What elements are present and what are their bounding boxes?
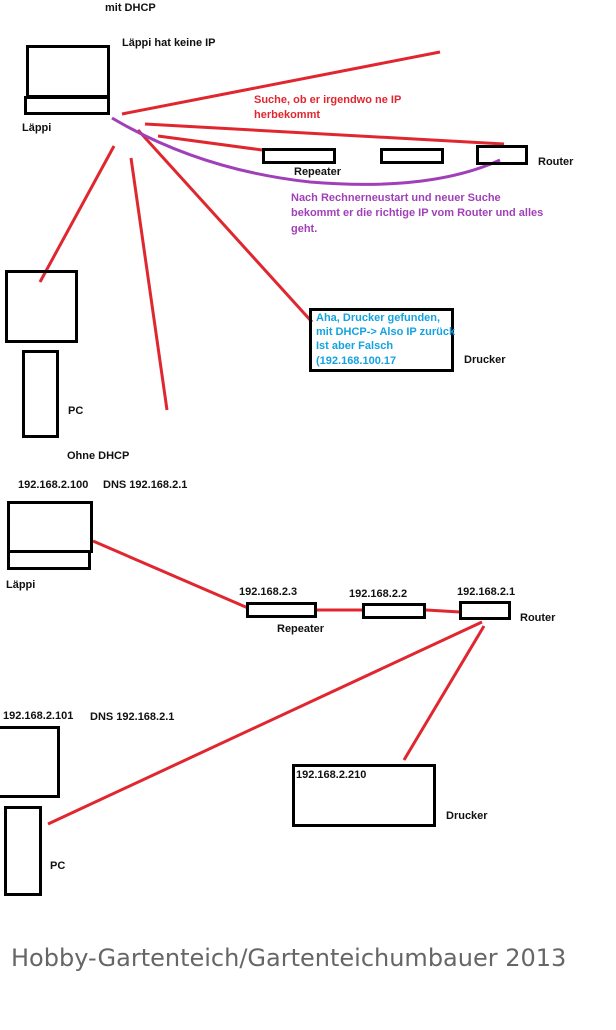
pc-tower-top xyxy=(22,350,59,438)
note-search-line1: Suche, ob er irgendwo ne IP xyxy=(254,94,402,106)
label-laptop-dns: DNS 192.168.2.1 xyxy=(103,479,188,491)
line-laptop-router xyxy=(144,122,505,146)
line-laptop-repeater-static xyxy=(92,539,249,610)
router-box-bottom xyxy=(459,601,511,620)
laptop-base-bottom xyxy=(7,550,91,570)
line-middle-router xyxy=(425,608,461,614)
laptop-screen-bottom xyxy=(7,501,93,553)
printer-box-top xyxy=(309,308,454,372)
note-search-line2: herbekommt xyxy=(254,109,321,121)
label-router-bottom: Router xyxy=(520,612,556,624)
line-laptop-printer xyxy=(136,128,314,324)
label-laptop-no-ip: Läppi hat keine IP xyxy=(122,37,216,49)
pc-monitor-top xyxy=(5,270,78,343)
line-router-pc xyxy=(47,620,483,826)
pc-tower-bottom xyxy=(4,806,42,896)
note-restart-line3: geht. xyxy=(291,223,318,235)
line-laptop-search-upper xyxy=(121,50,441,116)
note-printer-line4: (192.168.100.17 xyxy=(316,355,397,367)
note-restart-line1: Nach Rechnerneustart und neuer Suche xyxy=(291,192,501,204)
laptop-screen-top xyxy=(26,45,110,98)
router-box-top xyxy=(476,145,528,165)
line-laptop-pc-monitor xyxy=(38,145,116,283)
repeater-box-bottom xyxy=(246,602,317,618)
label-router-top: Router xyxy=(538,156,574,168)
line-laptop-repeater xyxy=(157,134,263,152)
note-printer-line2: mit DHCP-> Also IP zurück xyxy=(316,326,456,338)
pc-monitor-bottom xyxy=(0,726,60,798)
note-printer-line1: Aha, Drucker gefunden, xyxy=(316,312,441,324)
source-caption: Hobby-Gartenteich/Gartenteichumbauer 201… xyxy=(11,944,567,972)
middle-box-bottom xyxy=(362,603,426,619)
line-laptop-down xyxy=(129,157,169,411)
note-printer-line3: Ist aber Falsch xyxy=(316,340,394,352)
label-laptop-ip: 192.168.2.100 xyxy=(18,479,89,491)
label-pc-top: PC xyxy=(68,405,84,417)
label-pc-dns: DNS 192.168.2.1 xyxy=(90,711,175,723)
label-printer-top: Drucker xyxy=(464,354,506,366)
line-laptop-router-dhcp xyxy=(111,116,501,186)
label-pc-ip: 192.168.2.101 xyxy=(3,710,74,722)
middle-box-top xyxy=(380,148,444,164)
label-middle-ip: 192.168.2.2 xyxy=(349,588,408,600)
laptop-base-top xyxy=(24,96,110,115)
line-router-printer xyxy=(402,625,486,761)
note-restart-line2: bekommt er die richtige IP vom Router un… xyxy=(291,207,544,219)
label-repeater-bottom: Repeater xyxy=(277,623,325,635)
label-printer-bottom: Drucker xyxy=(446,810,488,822)
label-repeater-ip: 192.168.2.3 xyxy=(239,586,298,598)
label-printer-ip: 192.168.2.210 xyxy=(296,769,367,781)
label-laptop-bottom: Läppi xyxy=(6,579,36,591)
repeater-box-top xyxy=(262,148,336,164)
heading-mit-dhcp: mit DHCP xyxy=(105,2,156,14)
heading-ohne-dhcp: Ohne DHCP xyxy=(67,450,130,462)
label-repeater-top: Repeater xyxy=(294,166,342,178)
label-pc-bottom: PC xyxy=(50,860,66,872)
printer-box-bottom xyxy=(292,764,436,827)
label-laptop-top: Läppi xyxy=(22,122,52,134)
label-router-ip: 192.168.2.1 xyxy=(457,586,516,598)
